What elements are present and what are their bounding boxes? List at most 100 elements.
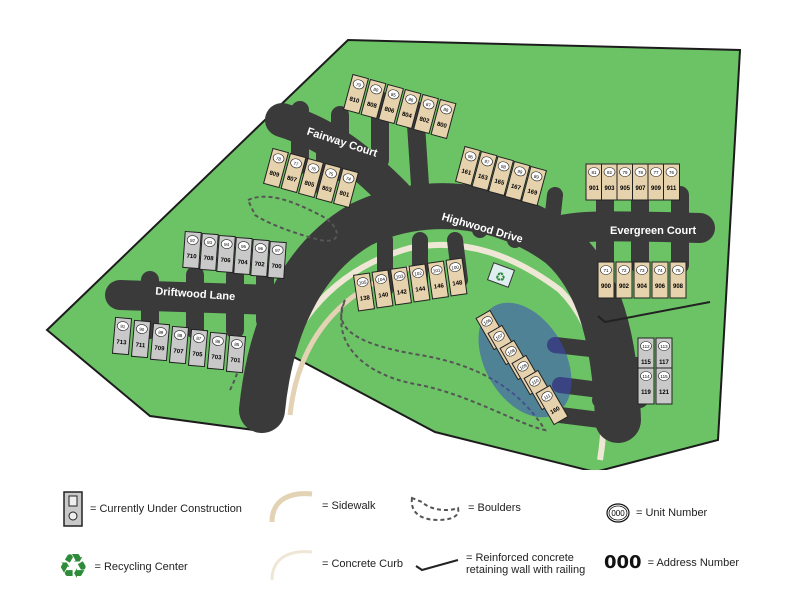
unit-number: 112 xyxy=(642,344,650,349)
unit-number-circle xyxy=(658,371,670,381)
unit-number: 76 xyxy=(669,170,675,175)
unit-number: 86 xyxy=(215,339,221,344)
unit-number-circle xyxy=(464,151,477,162)
legend-recycling: ♻ = Recycling Center xyxy=(58,550,188,584)
unit-number: 89 xyxy=(158,330,164,335)
address-number: 142 xyxy=(397,289,408,296)
unit-number-circle xyxy=(430,265,443,275)
address-number: 909 xyxy=(651,186,662,192)
svg-text:000: 000 xyxy=(611,509,625,518)
unit-number-circle xyxy=(387,89,400,100)
unit-number-circle xyxy=(530,171,543,182)
building-unit: 113 117 xyxy=(655,337,673,375)
curb-swatch-icon xyxy=(270,550,313,581)
address-number: 907 xyxy=(635,186,646,192)
unit-number-symbol-icon: 000 xyxy=(606,503,630,523)
unit-number: 91 xyxy=(120,324,126,329)
unit-number-circle xyxy=(325,168,337,179)
recycling-icon: ♻ xyxy=(58,547,89,587)
unit-number-circle xyxy=(505,346,517,357)
building-unit: 96 702 xyxy=(250,238,270,278)
retaining-wall xyxy=(597,301,711,324)
unit-number-circle xyxy=(174,330,186,340)
address-number: 140 xyxy=(378,292,389,299)
legend-unit-number-label: = Unit Number xyxy=(636,507,708,519)
unit-number: 96 xyxy=(258,246,264,251)
unit-number: 87 xyxy=(196,336,202,341)
unit-number: 79 xyxy=(622,170,628,175)
unit-number-circle xyxy=(529,376,541,387)
unit-number: 75 xyxy=(675,268,681,273)
address-number: 906 xyxy=(655,284,666,290)
unit-number-circle xyxy=(658,341,670,351)
unit-number: 74 xyxy=(345,176,352,182)
address-number: 702 xyxy=(254,262,265,269)
address-number: 704 xyxy=(237,260,248,267)
address-number: 148 xyxy=(452,280,463,287)
address-number: 809 xyxy=(269,171,281,180)
unit-number: 105 xyxy=(359,280,368,286)
street-label-evergreen: Evergreen Court xyxy=(610,225,697,237)
unit-number: 114 xyxy=(642,374,650,379)
unit-number: 85 xyxy=(234,342,240,347)
unit-number-circle xyxy=(650,167,662,177)
address-number: 708 xyxy=(203,256,214,263)
unit-number: 93 xyxy=(207,240,213,245)
unit-number-circle xyxy=(342,173,355,184)
address-number: 161 xyxy=(461,169,473,178)
unit-number: 107 xyxy=(495,332,504,340)
unit-number-circle xyxy=(541,391,553,402)
address-number: 903 xyxy=(604,186,615,192)
unit-number-circle xyxy=(352,79,365,90)
address-number: 802 xyxy=(419,117,431,126)
address-number: 710 xyxy=(186,254,197,261)
unit-number: 85 xyxy=(390,92,397,98)
address-number: 713 xyxy=(116,340,127,347)
unit-number-circle xyxy=(203,237,216,247)
unit-number: 98 xyxy=(500,164,507,170)
unit-number: 101 xyxy=(433,268,442,274)
address-number: 904 xyxy=(637,284,648,290)
address-number: 900 xyxy=(601,284,612,290)
address-number: 911 xyxy=(667,186,677,192)
unit-number-circle xyxy=(640,371,652,381)
address-number: 169 xyxy=(527,189,539,198)
address-number: 165 xyxy=(494,179,506,188)
unit-number: 75 xyxy=(328,171,335,177)
address-number: 901 xyxy=(589,186,600,192)
retaining-wall-swatch-icon xyxy=(415,559,459,572)
unit-number: 113 xyxy=(660,344,668,349)
unit-number: 106 xyxy=(483,317,492,325)
address-number: 117 xyxy=(659,360,669,366)
unit-number-circle xyxy=(272,153,285,164)
address-number: 707 xyxy=(173,349,184,356)
address-number: 801 xyxy=(339,191,351,200)
unit-number: 74 xyxy=(657,268,663,273)
unit-number: 88 xyxy=(177,333,183,338)
legend-boulders-label: = Boulders xyxy=(468,502,521,514)
unit-number-circle xyxy=(393,271,406,281)
unit-number: 102 xyxy=(414,271,423,277)
unit-number: 82 xyxy=(607,170,613,175)
unit-number-circle xyxy=(600,265,612,275)
unit-number-circle xyxy=(370,84,382,95)
unit-number-circle xyxy=(517,361,529,372)
legend-boulders: = Boulders xyxy=(408,492,521,524)
unit-number-circle xyxy=(231,339,243,349)
